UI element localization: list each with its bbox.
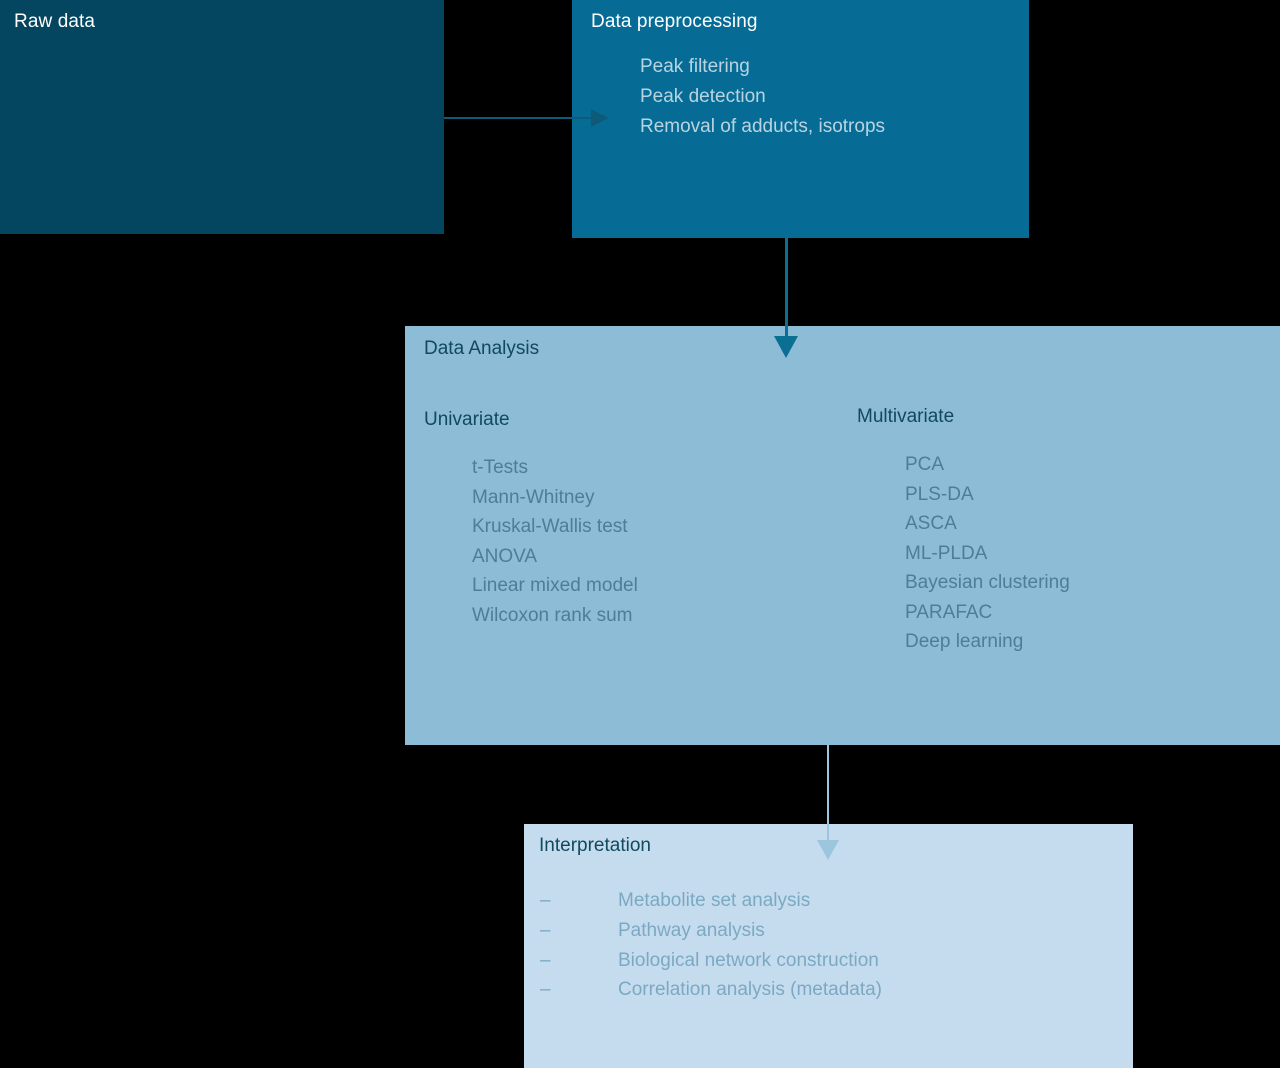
list-item: ASCA <box>905 513 957 534</box>
dash-bullet: – <box>540 890 551 911</box>
list-item: – Metabolite set analysis <box>540 886 882 916</box>
preprocessing-item-list: Peak filtering Peak detection Removal of… <box>640 52 885 142</box>
interpretation-box: Interpretation – Metabolite set analysis… <box>524 824 1133 1068</box>
arrow-raw-to-preprocessing-line <box>444 117 591 119</box>
data-analysis-title: Data Analysis <box>424 338 540 359</box>
raw-data-title: Raw data <box>14 11 96 32</box>
dash-bullet: – <box>540 949 551 971</box>
list-item-label: Biological network construction <box>618 949 879 971</box>
multivariate-column: Multivariate PCA PLS-DA ASCA ML-PLDA Bay… <box>857 406 1070 657</box>
list-item: Bayesian clustering <box>905 572 1070 593</box>
raw-data-box: Raw data <box>0 0 444 234</box>
arrow-preprocessing-to-analysis-head-icon <box>774 336 798 358</box>
list-item: ANOVA <box>472 545 538 567</box>
interpretation-item-list: – Metabolite set analysis – Pathway anal… <box>540 886 882 1005</box>
list-item-label: Correlation analysis (metadata) <box>618 979 883 1001</box>
arrow-analysis-to-interpretation-head-icon <box>817 840 839 860</box>
list-item-label: Pathway analysis <box>618 919 765 941</box>
univariate-heading: Univariate <box>424 409 510 430</box>
dash-bullet: – <box>540 919 551 941</box>
list-item: Peak filtering <box>640 56 750 77</box>
data-preprocessing-box: Data preprocessing Peak filtering Peak d… <box>572 0 1029 238</box>
list-item: Kruskal-Wallis test <box>472 516 628 537</box>
list-item: Mann-Whitney <box>472 486 595 508</box>
arrow-raw-to-preprocessing-head-icon <box>591 109 609 127</box>
list-item-label: Metabolite set analysis <box>618 890 811 911</box>
list-item: PARAFAC <box>905 601 993 623</box>
univariate-column: Univariate t-Tests Mann-Whitney Kruskal-… <box>424 409 638 630</box>
list-item: – Pathway analysis <box>540 916 882 946</box>
list-item: – Biological network construction <box>540 946 882 976</box>
univariate-item-list: t-Tests Mann-Whitney Kruskal-Wallis test… <box>472 453 638 630</box>
arrow-analysis-to-interpretation-line <box>827 745 829 844</box>
arrow-preprocessing-to-analysis-line <box>785 238 788 340</box>
list-item: – Correlation analysis (metadata) <box>540 975 882 1005</box>
list-item: Peak detection <box>640 86 766 107</box>
list-item: t-Tests <box>472 457 528 478</box>
multivariate-item-list: PCA PLS-DA ASCA ML-PLDA Bayesian cluster… <box>905 450 1070 657</box>
list-item: PLS-DA <box>905 483 974 505</box>
list-item: PCA <box>905 454 945 475</box>
multivariate-heading: Multivariate <box>857 406 955 427</box>
list-item: Wilcoxon rank sum <box>472 604 633 626</box>
list-item: Deep learning <box>905 631 1024 652</box>
list-item: Linear mixed model <box>472 575 638 596</box>
list-item: ML-PLDA <box>905 542 988 564</box>
dash-bullet: – <box>540 979 551 1001</box>
interpretation-title: Interpretation <box>539 835 651 856</box>
data-preprocessing-title: Data preprocessing <box>591 11 758 32</box>
list-item: Removal of adducts, isotrops <box>640 116 886 137</box>
data-analysis-box: Data Analysis Univariate t-Tests Mann-Wh… <box>405 326 1280 745</box>
